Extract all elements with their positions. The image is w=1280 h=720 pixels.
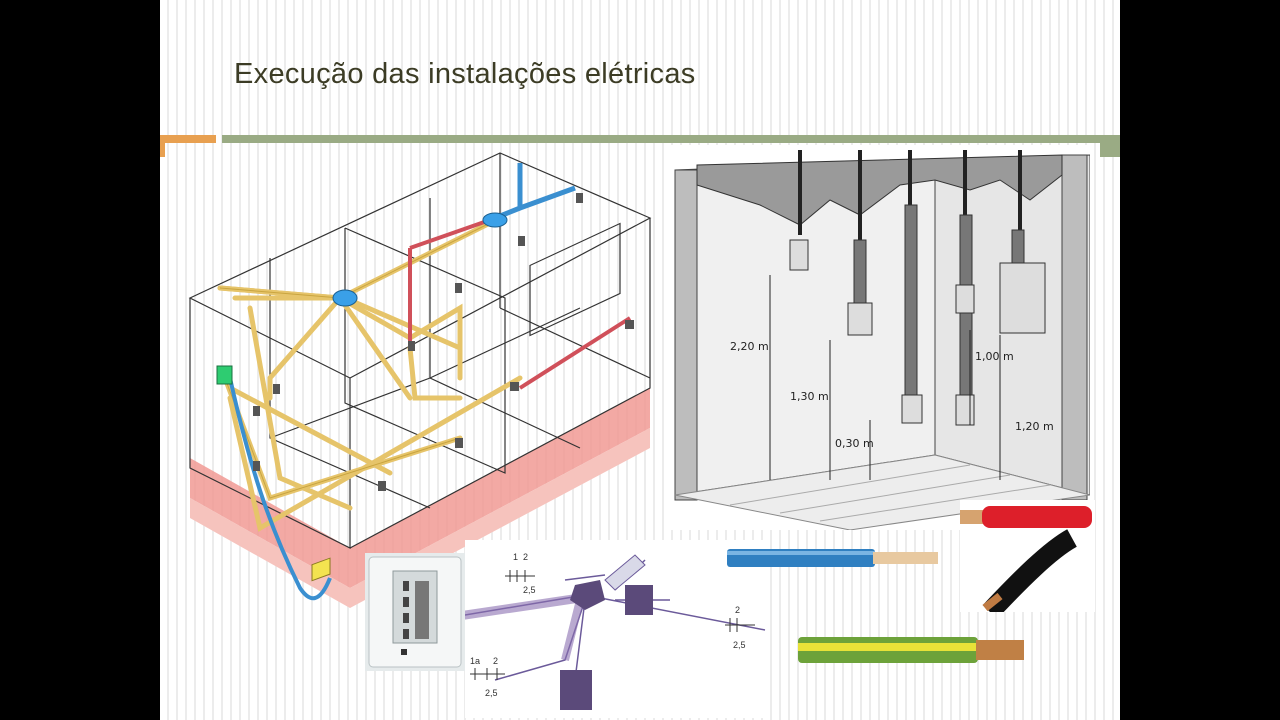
circuit-label: 1 [513,552,518,562]
circuit-label: 2,5 [485,688,498,698]
circuit-label: 2 [735,605,740,615]
accent-bar-orange [160,135,216,143]
dimension-label: 1,20 m [1015,420,1054,433]
wiring-schematic: 1 2 2,5 2 2,5 1a 2 2,5 [465,540,770,718]
slide-title: Execução das instalações elétricas [234,58,696,90]
circuit-label: 1a [470,656,480,666]
dimension-label: 1,30 m [790,390,829,403]
dimension-label: 2,20 m [730,340,769,353]
green-yellow-cable-photo [798,637,1024,663]
circuit-label: 2,5 [523,585,536,595]
accent-bar-orange-tick [160,135,165,157]
accent-bar-green [222,135,1120,143]
accent-bar-green-tick [1100,135,1120,157]
red-black-cable-photo [960,500,1095,612]
circuit-label: 2 [523,552,528,562]
circuit-label: 2 [493,656,498,666]
dimension-label: 0,30 m [835,437,874,450]
blue-cable-photo [727,549,938,567]
slide: Execução das instalações elétricas [160,0,1120,720]
circuit-label: 2,5 [733,640,746,650]
house-wiring-illustration [188,152,652,608]
breaker-panel-photo [365,553,465,671]
wall-conduit-diagram: 2,20 m 1,30 m 0,30 m 1,00 m 1,20 m [670,145,1090,530]
dimension-label: 1,00 m [975,350,1014,363]
